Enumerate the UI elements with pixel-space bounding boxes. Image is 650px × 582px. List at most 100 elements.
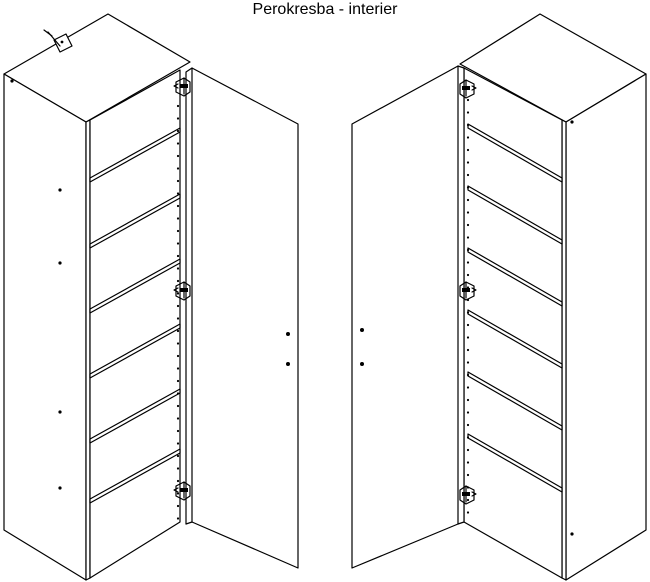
left-side-hole: [58, 188, 62, 192]
pin-hole: [466, 236, 470, 239]
hinge-icon: [173, 281, 191, 301]
door-handle-hole: [360, 362, 364, 366]
shelf: [89, 448, 181, 504]
pin-hole: [466, 336, 470, 339]
pin-hole: [176, 354, 180, 358]
right-cabinet-back: [463, 67, 563, 579]
pin-hole: [466, 348, 470, 352]
pin-hole: [466, 511, 470, 514]
pin-hole: [466, 386, 470, 389]
pin-hole: [176, 317, 180, 320]
door-handle-hole: [286, 362, 290, 366]
pin-hole: [466, 461, 470, 464]
pin-hole: [176, 279, 180, 283]
pin-hole: [176, 204, 180, 208]
pin-hole: [176, 404, 180, 408]
pin-hole: [176, 442, 180, 445]
left-cabinet-back: [89, 69, 181, 579]
pin-hole: [466, 361, 470, 364]
door-handle-hole: [360, 328, 364, 332]
pin-hole: [466, 136, 470, 139]
pin-hole: [176, 104, 180, 108]
pin-hole: [466, 411, 470, 414]
pin-hole: [176, 417, 180, 420]
pin-hole: [176, 304, 180, 308]
pin-hole: [466, 173, 470, 177]
pin-hole: [176, 429, 180, 433]
wall-bracket-icon: [43, 29, 73, 53]
pin-hole: [466, 123, 470, 127]
hinge-icon: [459, 281, 477, 301]
shelf: [89, 388, 181, 444]
pin-hole: [176, 142, 180, 145]
pin-hole: [466, 398, 470, 402]
pin-hole: [466, 98, 470, 102]
left-side-hole: [10, 79, 14, 83]
pin-hole: [176, 392, 180, 395]
shelf: [89, 323, 181, 379]
pin-hole: [466, 311, 470, 314]
pin-hole: [176, 167, 180, 170]
left-cabinet-door: [185, 67, 299, 569]
shelf: [467, 185, 563, 245]
shelf: [467, 433, 563, 493]
pin-hole: [176, 467, 180, 470]
hinge-icon: [173, 77, 191, 97]
left-side-hole: [58, 486, 62, 490]
pin-hole: [466, 223, 470, 227]
left-cabinet-side: [3, 73, 87, 581]
pin-hole: [466, 498, 470, 502]
pin-hole: [176, 454, 180, 458]
pin-hole: [176, 379, 180, 383]
left-pin-holes: [176, 104, 180, 520]
left-side-hole: [58, 261, 62, 265]
right-cabinet-door: [351, 65, 465, 569]
pin-hole: [176, 367, 180, 370]
shelf: [467, 247, 563, 307]
drawing-title: Perokresba - interier: [252, 1, 398, 18]
pin-hole: [466, 186, 470, 189]
pin-hole: [466, 111, 470, 114]
pin-hole: [176, 292, 180, 295]
pin-hole: [466, 248, 470, 252]
right-shelves: [467, 123, 563, 493]
pin-hole: [176, 254, 180, 258]
left-side-hole: [58, 410, 62, 414]
pin-hole: [466, 448, 470, 452]
pin-hole: [466, 261, 470, 264]
pin-hole: [466, 473, 470, 477]
door-handle-hole: [286, 332, 290, 336]
pin-hole: [466, 423, 470, 427]
shelf: [467, 309, 563, 369]
pin-hole: [176, 504, 180, 508]
pin-hole: [176, 117, 180, 120]
pin-hole: [466, 436, 470, 439]
hinge-icon: [459, 485, 477, 505]
pin-hole: [176, 154, 180, 158]
pin-hole: [176, 192, 180, 195]
pin-hole: [466, 323, 470, 327]
right-cabinet-side: [565, 73, 647, 581]
pin-hole: [176, 267, 180, 270]
shelf: [467, 371, 563, 431]
pin-hole: [176, 329, 180, 333]
pin-hole: [176, 229, 180, 233]
pin-hole: [466, 148, 470, 152]
right-cabinet: [351, 13, 647, 581]
pin-hole: [176, 492, 180, 495]
shelf: [89, 258, 181, 314]
pin-hole: [466, 161, 470, 164]
pin-hole: [176, 342, 180, 345]
right-side-hole: [570, 120, 574, 124]
pin-hole: [466, 198, 470, 202]
pin-hole: [176, 217, 180, 220]
shelf: [89, 193, 181, 249]
hinge-icon: [459, 79, 477, 99]
pin-hole: [176, 129, 180, 133]
pin-hole: [176, 517, 180, 520]
left-cabinet: [3, 13, 299, 581]
right-pin-holes: [466, 98, 470, 514]
pin-hole: [466, 273, 470, 277]
